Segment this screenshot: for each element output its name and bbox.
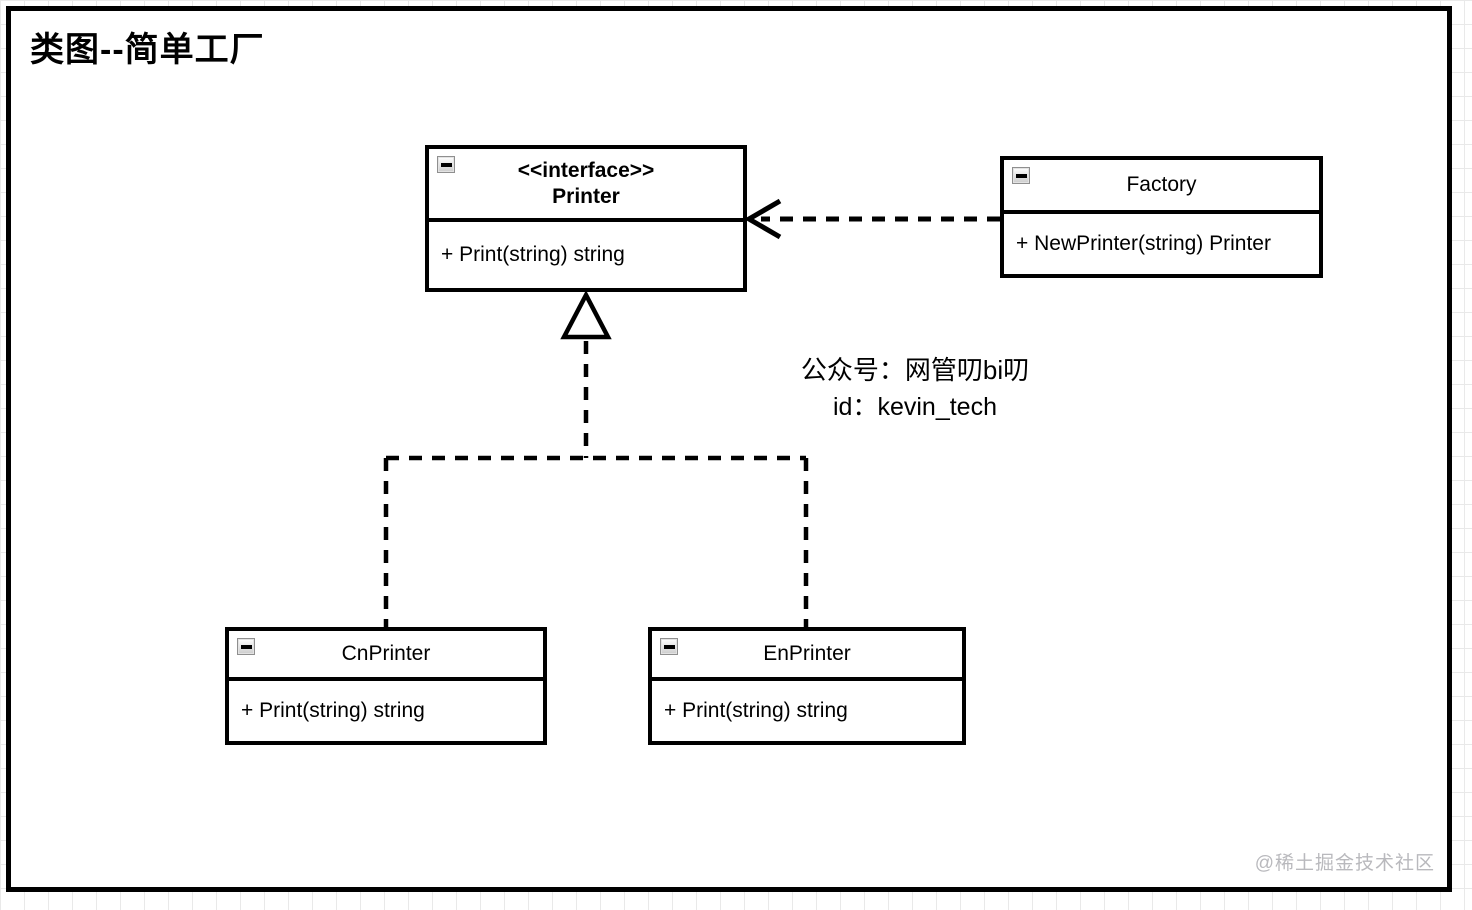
collapse-icon[interactable] — [437, 156, 455, 173]
realization-triangle — [560, 290, 612, 340]
class-methods-factory: + NewPrinter(string) Printer — [1004, 214, 1319, 274]
relationship-connectors — [383, 198, 1000, 627]
collapse-icon[interactable] — [660, 638, 678, 655]
class-header-factory: Factory — [1004, 160, 1319, 214]
class-header-enprinter: EnPrinter — [652, 631, 962, 681]
class-methods-enprinter: + Print(string) string — [652, 681, 962, 741]
class-methods-cnprinter: + Print(string) string — [229, 681, 543, 741]
minus-icon — [1015, 173, 1027, 178]
class-box-enprinter: EnPrinter + Print(string) string — [648, 627, 966, 745]
method-label: + Print(string) string — [241, 699, 425, 722]
watermark: @稀土掘金技术社区 — [1254, 853, 1435, 874]
class-box-printer: <<interface>> Printer + Print(string) st… — [425, 145, 747, 292]
class-name: EnPrinter — [763, 642, 851, 665]
collapse-icon[interactable] — [1012, 167, 1030, 184]
minus-icon — [240, 644, 252, 649]
diagram-canvas: 类图--简单工厂 <<interface>> Printer + Print(s… — [6, 6, 1452, 892]
class-name: Printer — [552, 184, 620, 208]
method-label: + Print(string) string — [441, 243, 625, 266]
method-label: + Print(string) string — [664, 699, 848, 722]
annotation-note: 公众号：网管叨bi叨 id：kevin_tech — [770, 352, 1060, 426]
page-title: 类图--简单工厂 — [30, 31, 265, 69]
dependency-open-arrowhead — [744, 198, 782, 240]
class-header-cnprinter: CnPrinter — [229, 631, 543, 681]
class-name: Factory — [1126, 173, 1197, 196]
class-box-cnprinter: CnPrinter + Print(string) string — [225, 627, 547, 745]
annotation-line2: id：kevin_tech — [833, 393, 997, 421]
method-label: + NewPrinter(string) Printer — [1016, 232, 1271, 255]
annotation-line1: 公众号：网管叨bi叨 — [800, 355, 1030, 385]
class-box-factory: Factory + NewPrinter(string) Printer — [1000, 156, 1323, 278]
class-header-printer: <<interface>> Printer — [429, 149, 743, 222]
class-stereotype: <<interface>> — [517, 158, 655, 182]
class-name: CnPrinter — [341, 642, 431, 665]
collapse-icon[interactable] — [237, 638, 255, 655]
minus-icon — [440, 162, 452, 167]
class-methods-printer: + Print(string) string — [429, 222, 743, 288]
minus-icon — [663, 644, 675, 649]
